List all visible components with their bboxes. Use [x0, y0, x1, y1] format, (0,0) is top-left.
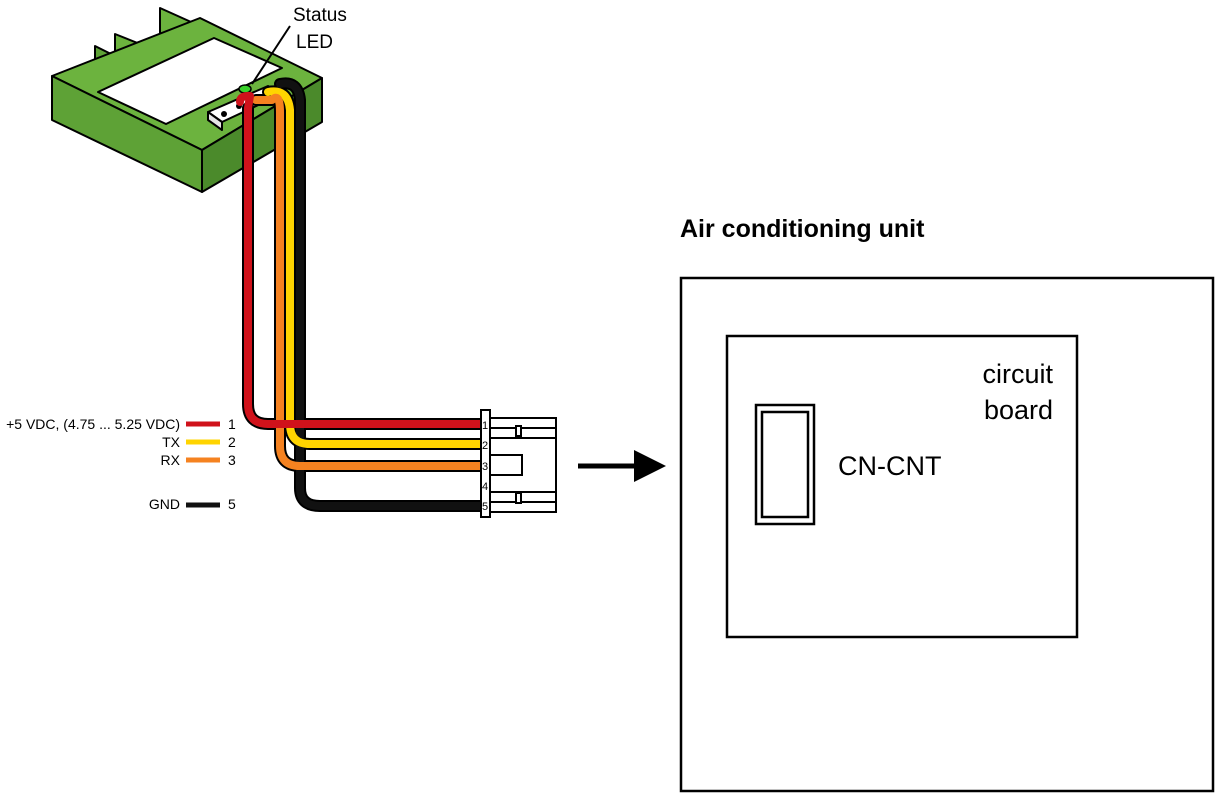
connector-pin-2: 2: [482, 440, 488, 452]
pin-header-side: [207, 111, 223, 131]
circuit-board-label-2: board: [984, 395, 1053, 425]
legend-pin-tx: 2: [228, 434, 236, 450]
legend-pin-rx: 3: [228, 452, 236, 468]
circuit-board: [725, 334, 1079, 639]
wire-gnd: [276, 79, 486, 510]
connection-arrow: [578, 450, 666, 482]
module-label-plate: [97, 37, 283, 125]
connector-latch: [489, 454, 523, 476]
status-led-label: Status: [293, 5, 347, 26]
legend-signal-gnd: GND: [149, 496, 180, 512]
legend-pin-vcc: 1: [228, 416, 236, 432]
connector-pin-4: 4: [482, 481, 488, 493]
connector-pin-3: 3: [482, 461, 488, 473]
cn-cnt-port-inner: [760, 410, 810, 519]
adapter-module: [51, 7, 323, 193]
cn-cnt-port: [754, 403, 816, 526]
ac-unit-title: Air conditioning unit: [680, 215, 925, 243]
legend-signal-vcc: +5 VDC, (4.75 ... 5.25 VDC): [6, 416, 180, 432]
status-led-label-2: LED: [296, 32, 333, 53]
connector-pin-1: 1: [482, 420, 488, 432]
cn-cnt-label: CN-CNT: [838, 451, 941, 481]
legend-signal-rx: RX: [161, 452, 181, 468]
legend-pin-gnd: 5: [228, 496, 236, 512]
wire-vcc: [236, 92, 486, 428]
circuit-board-label: circuit: [982, 359, 1053, 389]
status-led-pointer: [251, 25, 291, 85]
legend-signal-tx: TX: [162, 434, 181, 450]
wire-rx: [252, 93, 486, 470]
connector-pin-5: 5: [482, 501, 488, 513]
ac-unit-outline: [679, 276, 1215, 793]
connector-plug: [480, 409, 557, 518]
connector-pin-strip: [480, 409, 491, 518]
status-led: [238, 84, 252, 94]
wire-legend: +5 VDC, (4.75 ... 5.25 VDC) 1 TX 2 RX 3 …: [6, 416, 236, 512]
